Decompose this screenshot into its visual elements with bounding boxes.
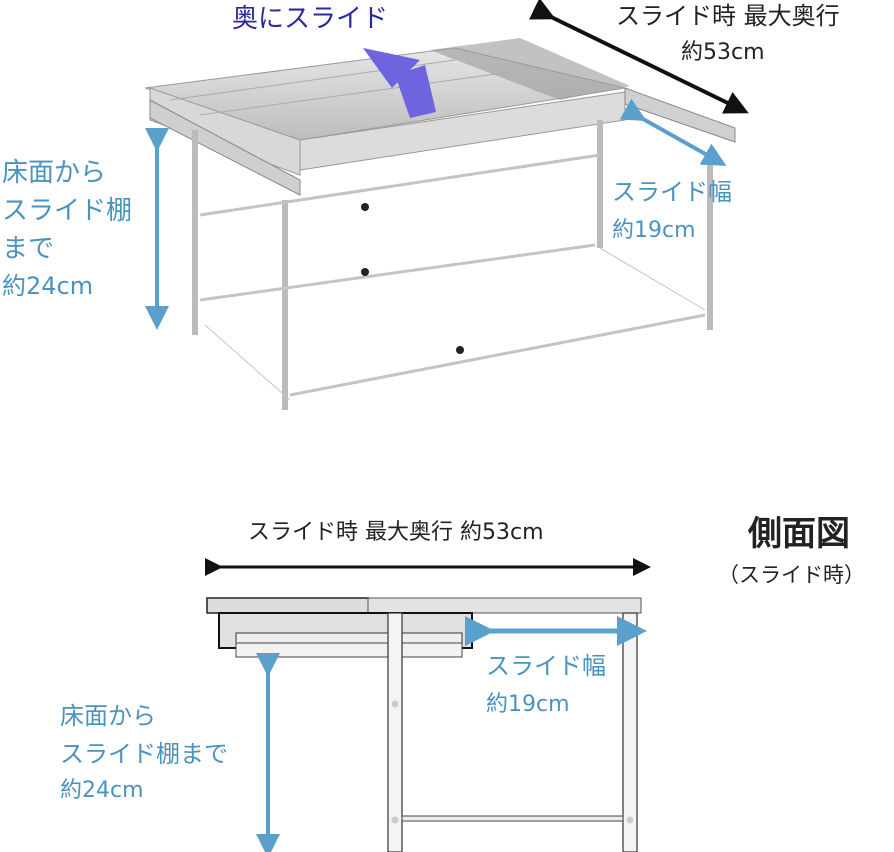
- side-view-title: 側面図: [748, 514, 850, 554]
- floor-height-value: 約24cm: [2, 272, 94, 300]
- max-depth-arrow: [528, 0, 749, 114]
- side-floor-height-label-2: スライド棚まで: [60, 740, 228, 768]
- slide-back-label: 奥にスライド: [232, 4, 389, 34]
- side-max-depth-label: スライド時 最大奥行 約53cm: [248, 520, 544, 545]
- floor-height-label-2: スライド棚: [2, 196, 133, 226]
- slide-width-arrow: [619, 98, 727, 166]
- side-view-drawing: [206, 597, 642, 852]
- max-depth-label: スライド時 最大奥行: [616, 2, 840, 30]
- side-view-subtitle: （スライド時）: [718, 563, 865, 587]
- floor-height-label-1: 床面から: [2, 158, 107, 188]
- slide-width-value: 約19cm: [612, 218, 696, 243]
- slide-width-label: スライド幅: [612, 178, 732, 206]
- side-floor-height-label-1: 床面から: [60, 702, 156, 730]
- floor-height-label-3: まで: [2, 234, 55, 264]
- slide-direction-arrow: [395, 65, 436, 118]
- max-depth-value: 約53cm: [681, 40, 765, 65]
- side-slide-width-value: 約19cm: [486, 692, 570, 717]
- rack-frame: [192, 120, 713, 410]
- side-floor-height-value: 約24cm: [60, 778, 144, 803]
- side-slide-width-label: スライド幅: [486, 652, 606, 680]
